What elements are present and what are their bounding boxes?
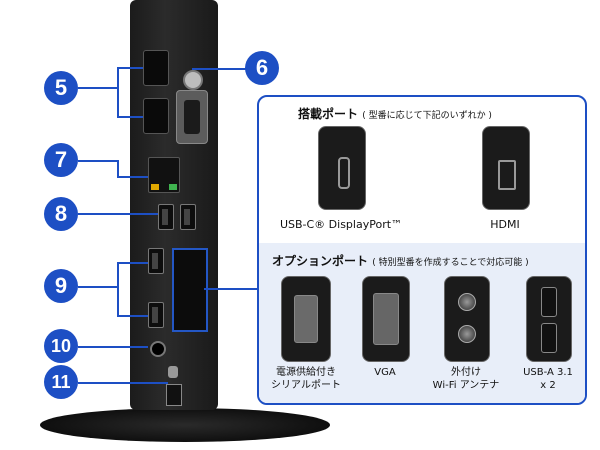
callout-9: 9 bbox=[44, 269, 78, 303]
lock-tab bbox=[166, 384, 182, 406]
usbc-displayport-tile bbox=[318, 126, 366, 210]
connector-7 bbox=[78, 160, 118, 162]
hdmi-port-icon bbox=[498, 160, 516, 190]
callout-11: 11 bbox=[44, 365, 78, 399]
usb-port-8b[interactable] bbox=[180, 204, 196, 230]
usb-a-port-icon bbox=[541, 287, 557, 317]
connector-7-drop bbox=[117, 160, 119, 177]
connector-10 bbox=[78, 346, 148, 348]
serial-port-tile bbox=[281, 276, 331, 362]
connector-5 bbox=[78, 87, 118, 89]
usb-port-9a[interactable] bbox=[148, 248, 164, 274]
connector-9-bottom bbox=[117, 315, 148, 317]
connector-11 bbox=[78, 382, 168, 384]
usb-port-9b[interactable] bbox=[148, 302, 164, 328]
displayport-2[interactable] bbox=[143, 98, 169, 134]
wifi-antenna-tile bbox=[444, 276, 490, 362]
callout-6: 6 bbox=[245, 51, 279, 85]
callout-5: 5 bbox=[44, 71, 78, 105]
connector-5-bottom bbox=[117, 116, 143, 118]
connector-8 bbox=[78, 213, 158, 215]
antenna-connector-icon bbox=[458, 325, 476, 343]
vga-caption: VGA bbox=[374, 367, 396, 378]
connector-9 bbox=[78, 286, 118, 288]
device-stand bbox=[40, 408, 330, 442]
option-port-bay bbox=[172, 248, 208, 332]
connector-9-top bbox=[117, 262, 148, 264]
option-ports-title: オプションポート ( 特別型番を作成することで対応可能 ) bbox=[272, 254, 529, 268]
antenna-connector-icon bbox=[458, 293, 476, 311]
usb-a-port-icon bbox=[541, 323, 557, 353]
usba-tile bbox=[526, 276, 572, 362]
vga-port-icon bbox=[373, 293, 399, 345]
callout-10: 10 bbox=[44, 329, 78, 363]
displayport-1[interactable] bbox=[143, 50, 169, 86]
security-lock-slot[interactable] bbox=[168, 366, 178, 378]
vga-tile bbox=[362, 276, 410, 362]
vga-port[interactable] bbox=[176, 90, 208, 144]
connector-6 bbox=[192, 68, 250, 70]
connector-5-top bbox=[117, 67, 143, 69]
usbc-caption: USB-C® DisplayPort™ bbox=[279, 218, 403, 231]
connector-option bbox=[204, 288, 258, 290]
connector-7-end bbox=[117, 176, 148, 178]
serial-caption: 電源供給付きシリアルポート bbox=[271, 367, 341, 391]
ethernet-port[interactable] bbox=[148, 157, 180, 193]
callout-8: 8 bbox=[44, 197, 78, 231]
serial-port-icon bbox=[294, 295, 318, 343]
connector-5-bracket bbox=[117, 67, 119, 117]
hdmi-tile bbox=[482, 126, 530, 210]
callout-7: 7 bbox=[44, 143, 78, 177]
usbc-port-icon bbox=[338, 157, 350, 189]
standard-ports-title: 搭載ポート ( 型番に応じて下記のいずれか ) bbox=[298, 107, 492, 121]
vga-screw-top-icon bbox=[183, 70, 203, 90]
audio-jack[interactable] bbox=[150, 341, 166, 357]
connector-9-bracket bbox=[117, 262, 119, 316]
usb-port-8a[interactable] bbox=[158, 204, 174, 230]
hdmi-caption: HDMI bbox=[490, 218, 520, 231]
